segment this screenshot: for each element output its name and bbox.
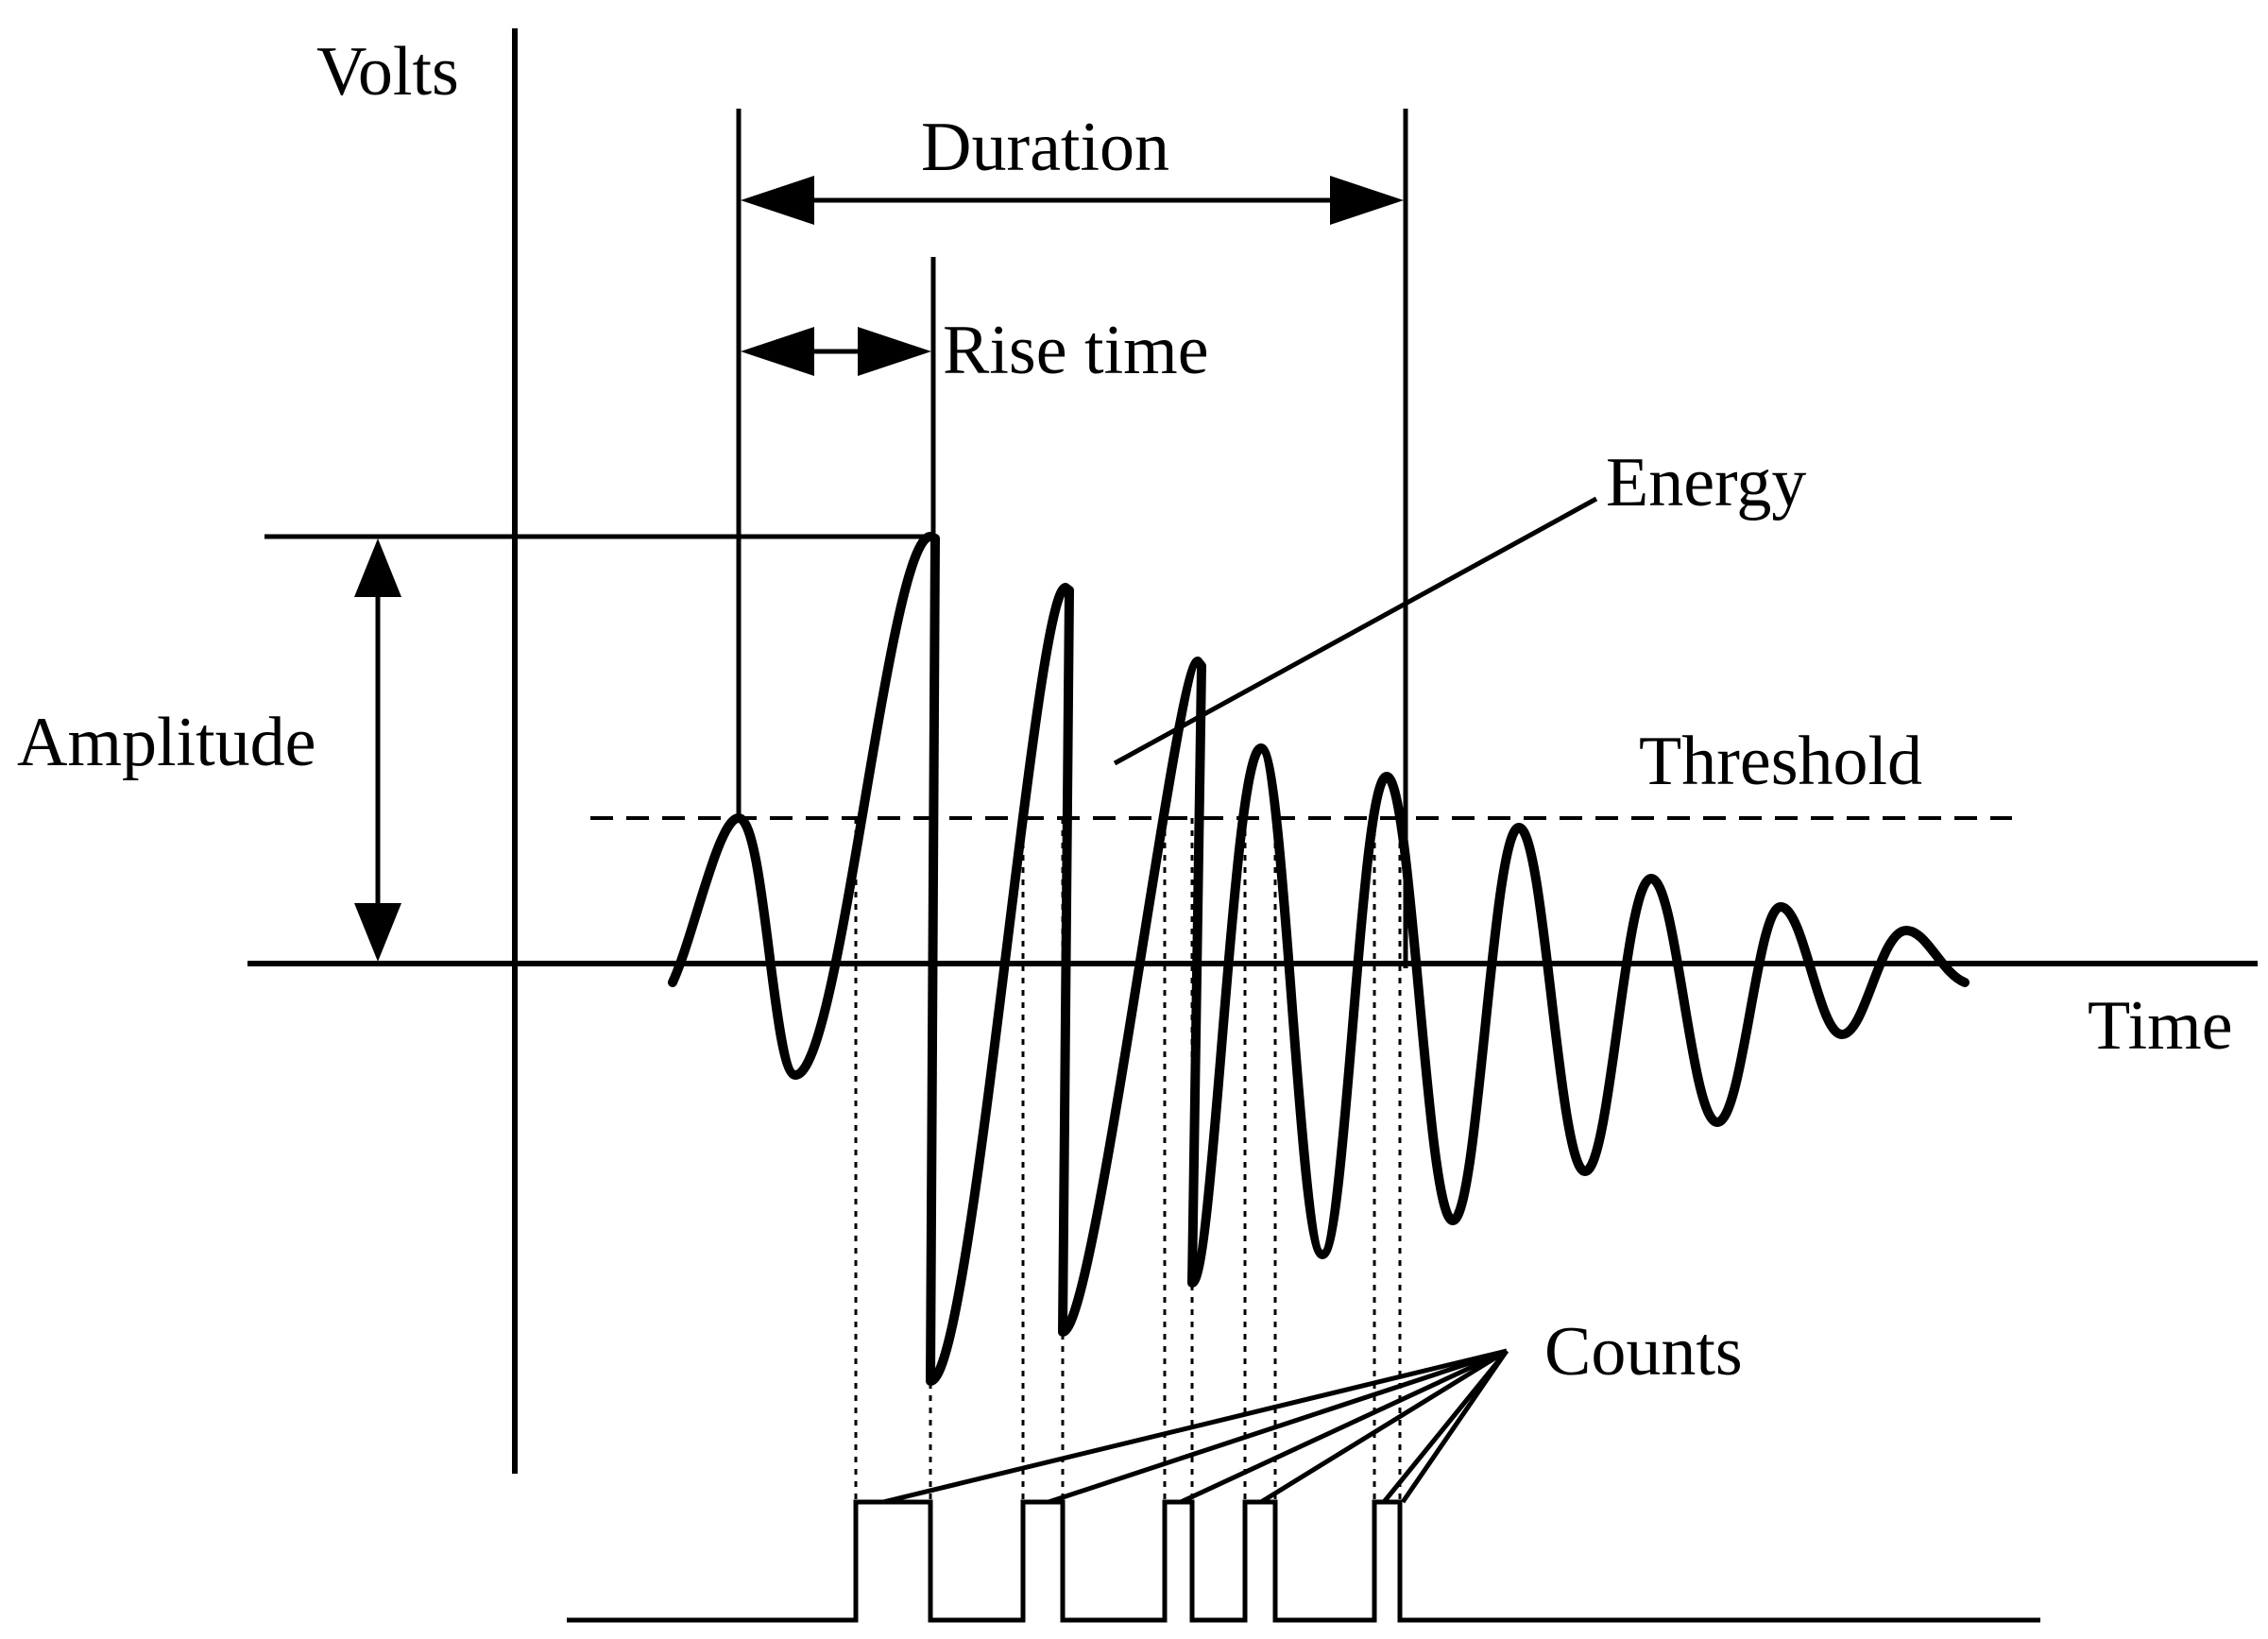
- counts-label: Counts: [1544, 1313, 1743, 1391]
- counts-leader-lines: [882, 1348, 1509, 1505]
- threshold-label: Threshold: [1639, 723, 1922, 800]
- duration-arrowhead-left: [741, 176, 814, 225]
- amplitude-label: Amplitude: [17, 704, 316, 781]
- time-label: Time: [2088, 987, 2233, 1065]
- rise-time-arrowhead-left: [741, 327, 814, 376]
- amplitude-arrowhead-down: [354, 903, 401, 962]
- threshold-crossing-projections: [854, 818, 1402, 1502]
- volts-label: Volts: [316, 33, 459, 111]
- duration-arrowhead-right: [1330, 176, 1404, 225]
- counts-pulse-train: [567, 1499, 2040, 1623]
- energy-label: Energy: [1606, 444, 1806, 521]
- duration-label: Duration: [921, 109, 1169, 186]
- rise-time-label: Rise time: [943, 312, 1209, 389]
- rise-time-arrowhead-right: [858, 327, 931, 376]
- energy-leader-line: [1113, 496, 1598, 766]
- acoustic-emission-waveform: [668, 532, 1970, 1386]
- amplitude-arrowhead-up: [354, 538, 401, 597]
